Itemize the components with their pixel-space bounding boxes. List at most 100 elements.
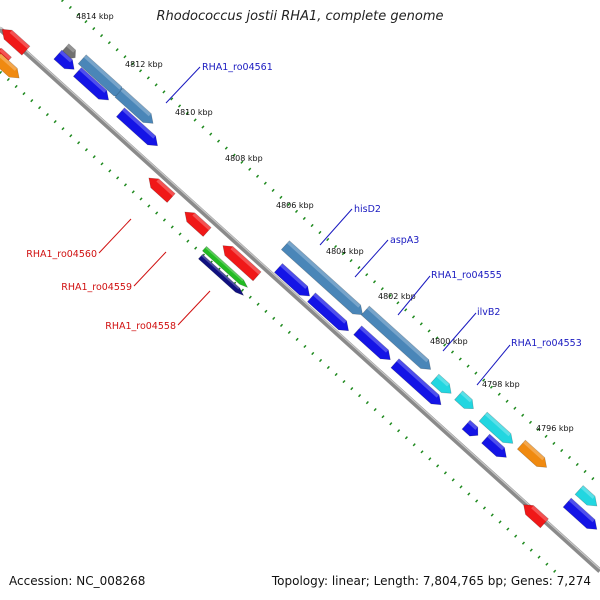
scale-dotted-line (0, 70, 562, 578)
gene-arrow-body (523, 504, 549, 529)
gene-arrow-blue[interactable] (481, 433, 511, 462)
gene-arrow-red[interactable] (145, 174, 176, 203)
gene-arrow-body (0, 53, 20, 79)
gene-arrow-red[interactable] (219, 241, 262, 282)
scale-label: 4814 kbp (76, 12, 114, 21)
gene-arrow-body (222, 245, 262, 282)
gene-arrow-shine (156, 178, 176, 197)
gene-labels: RHA1_ro04561 hisD2 aspA3 RHA1_ro04555 il… (26, 62, 582, 349)
gene-arrow-blue[interactable] (461, 419, 482, 440)
gene-arrow-shine (59, 50, 73, 63)
gene-arrow-body (198, 253, 245, 296)
gene-arrow-blue[interactable] (72, 67, 112, 104)
gene-arrow-body (478, 411, 514, 444)
scale-labels: 4814 kbp 4812 kbp 4810 kbp 4808 kbp 4806… (76, 12, 574, 433)
gene-arrow-body (115, 107, 158, 147)
gene-arrow-shine (568, 498, 595, 523)
gene-arrow-orange[interactable] (516, 439, 550, 472)
gene-arrow-body (280, 240, 364, 316)
gene-arrow-body (148, 177, 176, 203)
gene-label-ro04560[interactable]: RHA1_ro04560 (26, 249, 97, 260)
gene-label-hisD2[interactable]: hisD2 (354, 204, 381, 215)
gene-arrow-body (72, 67, 109, 101)
scale-label: 4802 kbp (378, 292, 416, 301)
gene-arrow-green[interactable] (202, 245, 249, 289)
gene-arrow-shine (66, 43, 76, 53)
gene-arrow-body (184, 211, 212, 237)
gene-arrow-shine (201, 254, 240, 290)
gene-arrow-blue[interactable] (273, 263, 313, 300)
scale-label: 4812 kbp (125, 60, 163, 69)
gene-arrow-body (454, 390, 474, 409)
scale-label: 4804 kbp (326, 247, 364, 256)
scale-label: 4796 kbp (536, 424, 574, 433)
gene-arrow-body (202, 245, 249, 288)
gene-arrow-blue[interactable] (390, 358, 445, 409)
gene-arrow-shine (205, 246, 244, 282)
gene-label-ro04558[interactable]: RHA1_ro04558 (105, 321, 176, 332)
leader-line (98, 218, 132, 254)
gene-label-ro04561[interactable]: RHA1_ro04561 (202, 62, 273, 73)
scale-label: 4800 kbp (430, 337, 468, 346)
gene-arrow-navy[interactable] (198, 253, 245, 297)
gene-label-ro04559[interactable]: RHA1_ro04559 (61, 282, 132, 293)
map-title: Rhodococcus jostii RHA1, complete genome (156, 9, 444, 24)
gene-arrow-shine (83, 54, 122, 90)
genome-summary-text: Topology: linear; Length: 7,804,765 bp; … (271, 574, 591, 588)
gene-arrow-steelblue[interactable] (280, 240, 366, 320)
gene-arrow-blue[interactable] (115, 107, 161, 150)
gene-arrow-shine (487, 434, 505, 451)
gene-arrow-shine (122, 107, 156, 139)
gene-arrow-body (562, 497, 598, 530)
gene-arrow-cyan[interactable] (454, 390, 478, 413)
gene-arrow-shine (396, 358, 440, 398)
gene-arrow-shine (9, 30, 30, 49)
gene-arrow-red[interactable] (181, 208, 212, 237)
gene-label-ilvB2[interactable]: ilvB2 (477, 307, 500, 318)
gene-arrow-shine (120, 88, 152, 117)
gene-arrow-body (360, 305, 432, 370)
gene-arrow-shine (460, 390, 473, 403)
accession-text: Accession: NC_008268 (9, 574, 146, 588)
gene-arrow-steelblue[interactable] (360, 305, 434, 374)
gene-arrow-body (114, 87, 154, 124)
gene-arrow-shine (484, 412, 511, 437)
gene-arrow-cyan[interactable] (574, 485, 600, 511)
gene-arrow-shine (0, 53, 18, 71)
gene-arrow-body (516, 439, 548, 468)
gene-arrow-steelblue[interactable] (114, 87, 157, 128)
leader-line (177, 290, 211, 326)
gene-arrow-shine (580, 485, 595, 499)
gene-arrow-shine (366, 306, 429, 363)
gene-arrow-body (461, 419, 479, 437)
gene-label-ro04553[interactable]: RHA1_ro04553 (511, 338, 582, 349)
gene-arrow-shine (286, 240, 361, 308)
gene-arrow-cyan[interactable] (430, 373, 455, 398)
genome-backbone (0, 26, 600, 573)
scale-label: 4810 kbp (175, 108, 213, 117)
leader-line (354, 239, 389, 278)
gene-arrow-blue[interactable] (562, 497, 600, 534)
backbone-line (0, 27, 600, 573)
gene-arrow-blue[interactable] (53, 49, 78, 74)
leader-line (319, 208, 353, 246)
gene-arrow-shine (436, 374, 450, 387)
gene-arrow-shine (0, 48, 12, 60)
scale-label: 4808 kbp (225, 154, 263, 163)
backbone-highlight (0, 26, 600, 570)
gene-arrow-red[interactable] (0, 25, 31, 56)
gene-arrow-body (390, 358, 442, 406)
gene-arrow-red[interactable] (520, 500, 549, 529)
gene-arrow-shine (359, 325, 389, 353)
gene-label-ro04555[interactable]: RHA1_ro04555 (431, 270, 502, 281)
gene-arrow-orange[interactable] (0, 53, 23, 83)
gene-arrow-cyan[interactable] (478, 411, 517, 448)
gene-arrow-shine (313, 292, 347, 324)
gene-arrow-body (430, 373, 452, 394)
gene-arrow-blue[interactable] (353, 325, 395, 364)
gene-arrow-shine (192, 212, 212, 231)
gene-arrow-blue[interactable] (306, 292, 352, 335)
leader-line (476, 344, 511, 386)
gene-label-aspA3[interactable]: aspA3 (390, 235, 419, 246)
